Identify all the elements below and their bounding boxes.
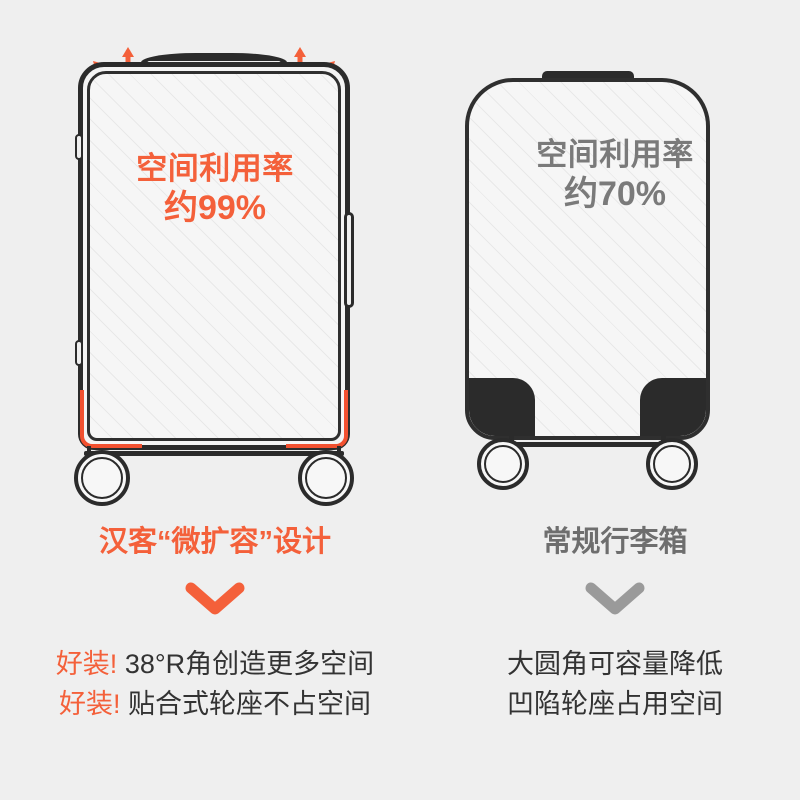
recessed-wheel-well-left	[469, 378, 535, 436]
left-column: 空间利用率 约99% 汉客“微扩容”设计 好装! 38°R角创造更多空间 好装!…	[0, 0, 430, 725]
suitcase-shell	[465, 78, 710, 440]
side-handle	[344, 212, 354, 308]
right-bullet-text-1: 凹陷轮座占用空间	[507, 688, 723, 719]
wheel-left	[477, 438, 529, 490]
recessed-wheel-well-right	[640, 378, 706, 436]
tight-radius-accent-right	[286, 390, 348, 448]
wheel-left	[74, 450, 130, 506]
top-handle	[541, 71, 634, 82]
left-bullet-highlight-1: 好装!	[58, 688, 121, 719]
left-bullet-highlight-0: 好装!	[55, 649, 118, 679]
left-bullet-row-1: 好装! 贴合式轮座不占空间	[0, 685, 430, 725]
left-bullet-row-0: 好装! 38°R角创造更多空间	[0, 645, 430, 685]
left-bullet-text-1: 贴合式轮座不占空间	[120, 688, 372, 719]
bottom-rail	[84, 451, 344, 456]
side-grip-bottom	[75, 340, 83, 366]
wheel-right	[646, 438, 698, 490]
regular-suitcase-illustration	[465, 71, 710, 490]
right-suitcase-stage: 空间利用率 约70%	[430, 0, 800, 510]
right-bullet-row-1: 凹陷轮座占用空间	[430, 685, 800, 725]
right-bullet-row-0: 大圆角可容量降低	[430, 645, 800, 685]
right-bullets: 大圆角可容量降低 凹陷轮座占用空间	[430, 645, 800, 725]
suitcase-lid-panel	[87, 71, 341, 441]
left-bullet-text-0: 38°R角创造更多空间	[117, 649, 375, 679]
hanke-suitcase-illustration	[74, 47, 354, 506]
chevron-down-icon-right	[585, 582, 645, 615]
left-suitcase-stage: 空间利用率 约99%	[0, 0, 430, 510]
chevron-down-icon-left	[185, 582, 245, 615]
left-bullets: 好装! 38°R角创造更多空间 好装! 贴合式轮座不占空间	[0, 645, 430, 725]
wheel-right	[298, 450, 354, 506]
right-column: 空间利用率 约70% 常规行李箱 大圆角可容量降低 凹陷轮座占用空间	[430, 0, 800, 800]
hatch-texture	[90, 74, 338, 438]
left-caption: 汉客“微扩容”设计	[98, 526, 331, 558]
tight-radius-accent-left	[80, 390, 142, 448]
bottom-rail	[509, 431, 666, 447]
right-caption: 常规行李箱	[542, 526, 688, 558]
side-grip-top	[75, 134, 83, 160]
right-bullet-text-0: 大圆角可容量降低	[507, 649, 723, 679]
